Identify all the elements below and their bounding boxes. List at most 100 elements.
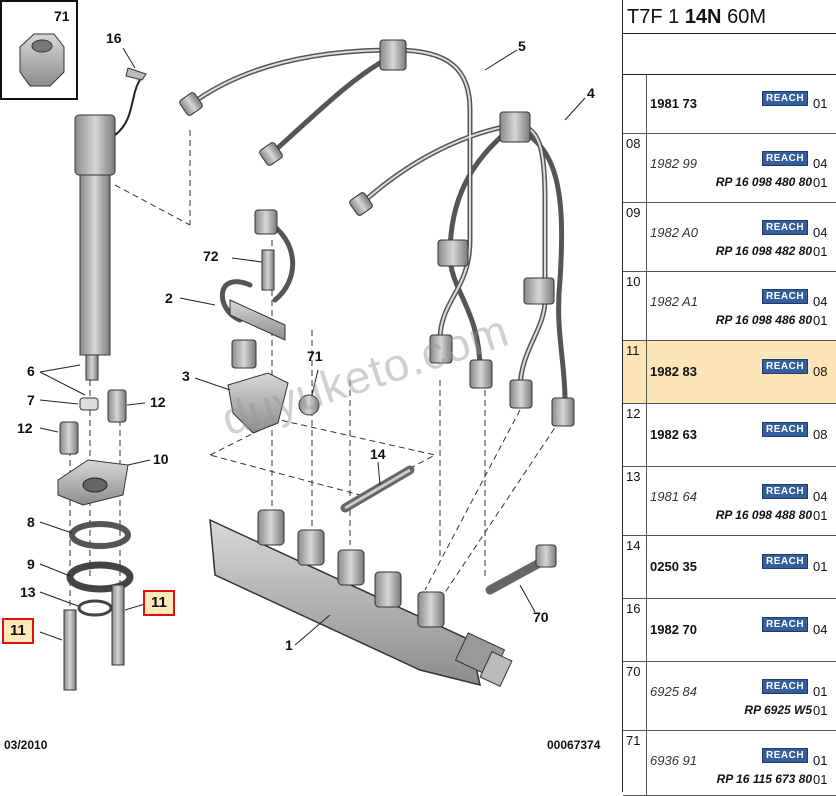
part-quantity-secondary: 01: [813, 313, 828, 328]
part-reference[interactable]: 1982 70: [650, 622, 697, 637]
part-quantity: 08: [813, 364, 828, 379]
callout-11-right[interactable]: 11: [143, 590, 175, 616]
part-reference[interactable]: 0250 35: [650, 559, 697, 574]
part-row[interactable]: 1981 73 REACH 01: [623, 75, 836, 134]
part-reference[interactable]: 6936 91: [650, 753, 697, 768]
reach-badge: REACH: [762, 220, 809, 235]
callout-14: 14: [370, 446, 386, 462]
callout-10: 10: [153, 451, 169, 467]
nut-icon: [19, 33, 65, 87]
part-index: 12: [623, 404, 647, 466]
replacement-part-number[interactable]: RP 16 098 480 80: [715, 175, 812, 189]
replacement-part-number[interactable]: RP 16 115 673 80: [716, 772, 812, 786]
part-row-body: 1982 83 REACH 08: [647, 341, 836, 403]
footer-reference: 00067374: [547, 738, 601, 752]
fuel-rail: [209, 509, 513, 688]
part-quantity-secondary: 01: [813, 508, 828, 523]
part-index: 11: [623, 341, 647, 403]
part-reference[interactable]: 1982 83: [650, 364, 697, 379]
exploded-parts-diagram: 71 16 5 4 72 2 71 3 6 7 12 12 10 14 8 9 …: [0, 0, 601, 752]
reach-badge: REACH: [762, 289, 809, 304]
part-quantity: 04: [813, 489, 828, 504]
part-quantity-secondary: 01: [813, 772, 828, 787]
part-quantity-secondary: 01: [813, 703, 828, 718]
part-reference[interactable]: 1981 64: [650, 489, 697, 504]
inset-label: 71: [54, 8, 70, 24]
callout-8: 8: [27, 514, 35, 530]
replacement-part-number[interactable]: RP 16 098 488 80: [715, 508, 812, 522]
diagram-drawing: [39, 39, 586, 691]
part-quantity: 01: [813, 684, 828, 699]
callout-16: 16: [106, 30, 122, 46]
part-index: 16: [623, 599, 647, 661]
part-reference[interactable]: 1982 63: [650, 427, 697, 442]
vehicle-code: T7F 1 14N 60M: [623, 0, 836, 34]
reach-badge: REACH: [762, 359, 809, 374]
replacement-part-number[interactable]: RP 16 098 486 80: [715, 313, 812, 327]
part-row-body: 1981 73 REACH 01: [647, 75, 836, 133]
part-index: 10: [623, 272, 647, 340]
stud-14: [340, 465, 415, 513]
seal-parts: [57, 389, 134, 691]
part-quantity: 08: [813, 427, 828, 442]
callout-12-left: 12: [17, 420, 33, 436]
part-quantity-secondary: 01: [813, 244, 828, 259]
part-quantity: 04: [813, 622, 828, 637]
reach-badge: REACH: [762, 554, 809, 569]
footer-date: 03/2010: [4, 738, 48, 752]
part-row-body: 1982 70 REACH 04: [647, 599, 836, 661]
callout-13: 13: [20, 584, 36, 600]
reach-badge: REACH: [762, 91, 809, 106]
callout-1: 1: [285, 637, 293, 653]
reach-badge: REACH: [762, 748, 809, 763]
part-reference[interactable]: 1982 A0: [650, 225, 698, 240]
replacement-part-number[interactable]: RP 16 098 482 80: [715, 244, 812, 258]
callout-71: 71: [307, 348, 323, 364]
part-reference[interactable]: 1982 99: [650, 156, 697, 171]
part-index: 09: [623, 203, 647, 271]
part-quantity: 01: [813, 96, 828, 111]
code-suffix: 60M: [727, 6, 766, 28]
part-quantity: 04: [813, 225, 828, 240]
part-index: 70: [623, 662, 647, 730]
callout-6: 6: [27, 363, 35, 379]
callout-3: 3: [182, 368, 190, 384]
reach-badge: REACH: [762, 422, 809, 437]
part-row-body: 1982 63 REACH 08: [647, 404, 836, 466]
pipe-highlights: [189, 48, 546, 391]
part-row-body: 0250 35 REACH 01: [647, 536, 836, 598]
part-index: 71: [623, 731, 647, 795]
inset-part-71: 71: [0, 0, 78, 100]
replacement-part-number[interactable]: RP 6925 W5: [744, 703, 812, 717]
callout-4: 4: [587, 85, 595, 101]
part-reference[interactable]: 1981 73: [650, 96, 697, 111]
part-quantity-secondary: 01: [813, 175, 828, 190]
part-reference[interactable]: 1982 A1: [650, 294, 698, 309]
callout-7: 7: [27, 392, 35, 408]
reach-badge: REACH: [762, 617, 809, 632]
part-quantity: 01: [813, 559, 828, 574]
part-index: 14: [623, 536, 647, 598]
part-reference[interactable]: 6925 84: [650, 684, 697, 699]
callout-72: 72: [203, 248, 219, 264]
callout-5: 5: [518, 38, 526, 54]
pipe-nuts: [179, 39, 575, 427]
callout-11-left[interactable]: 11: [2, 618, 34, 644]
